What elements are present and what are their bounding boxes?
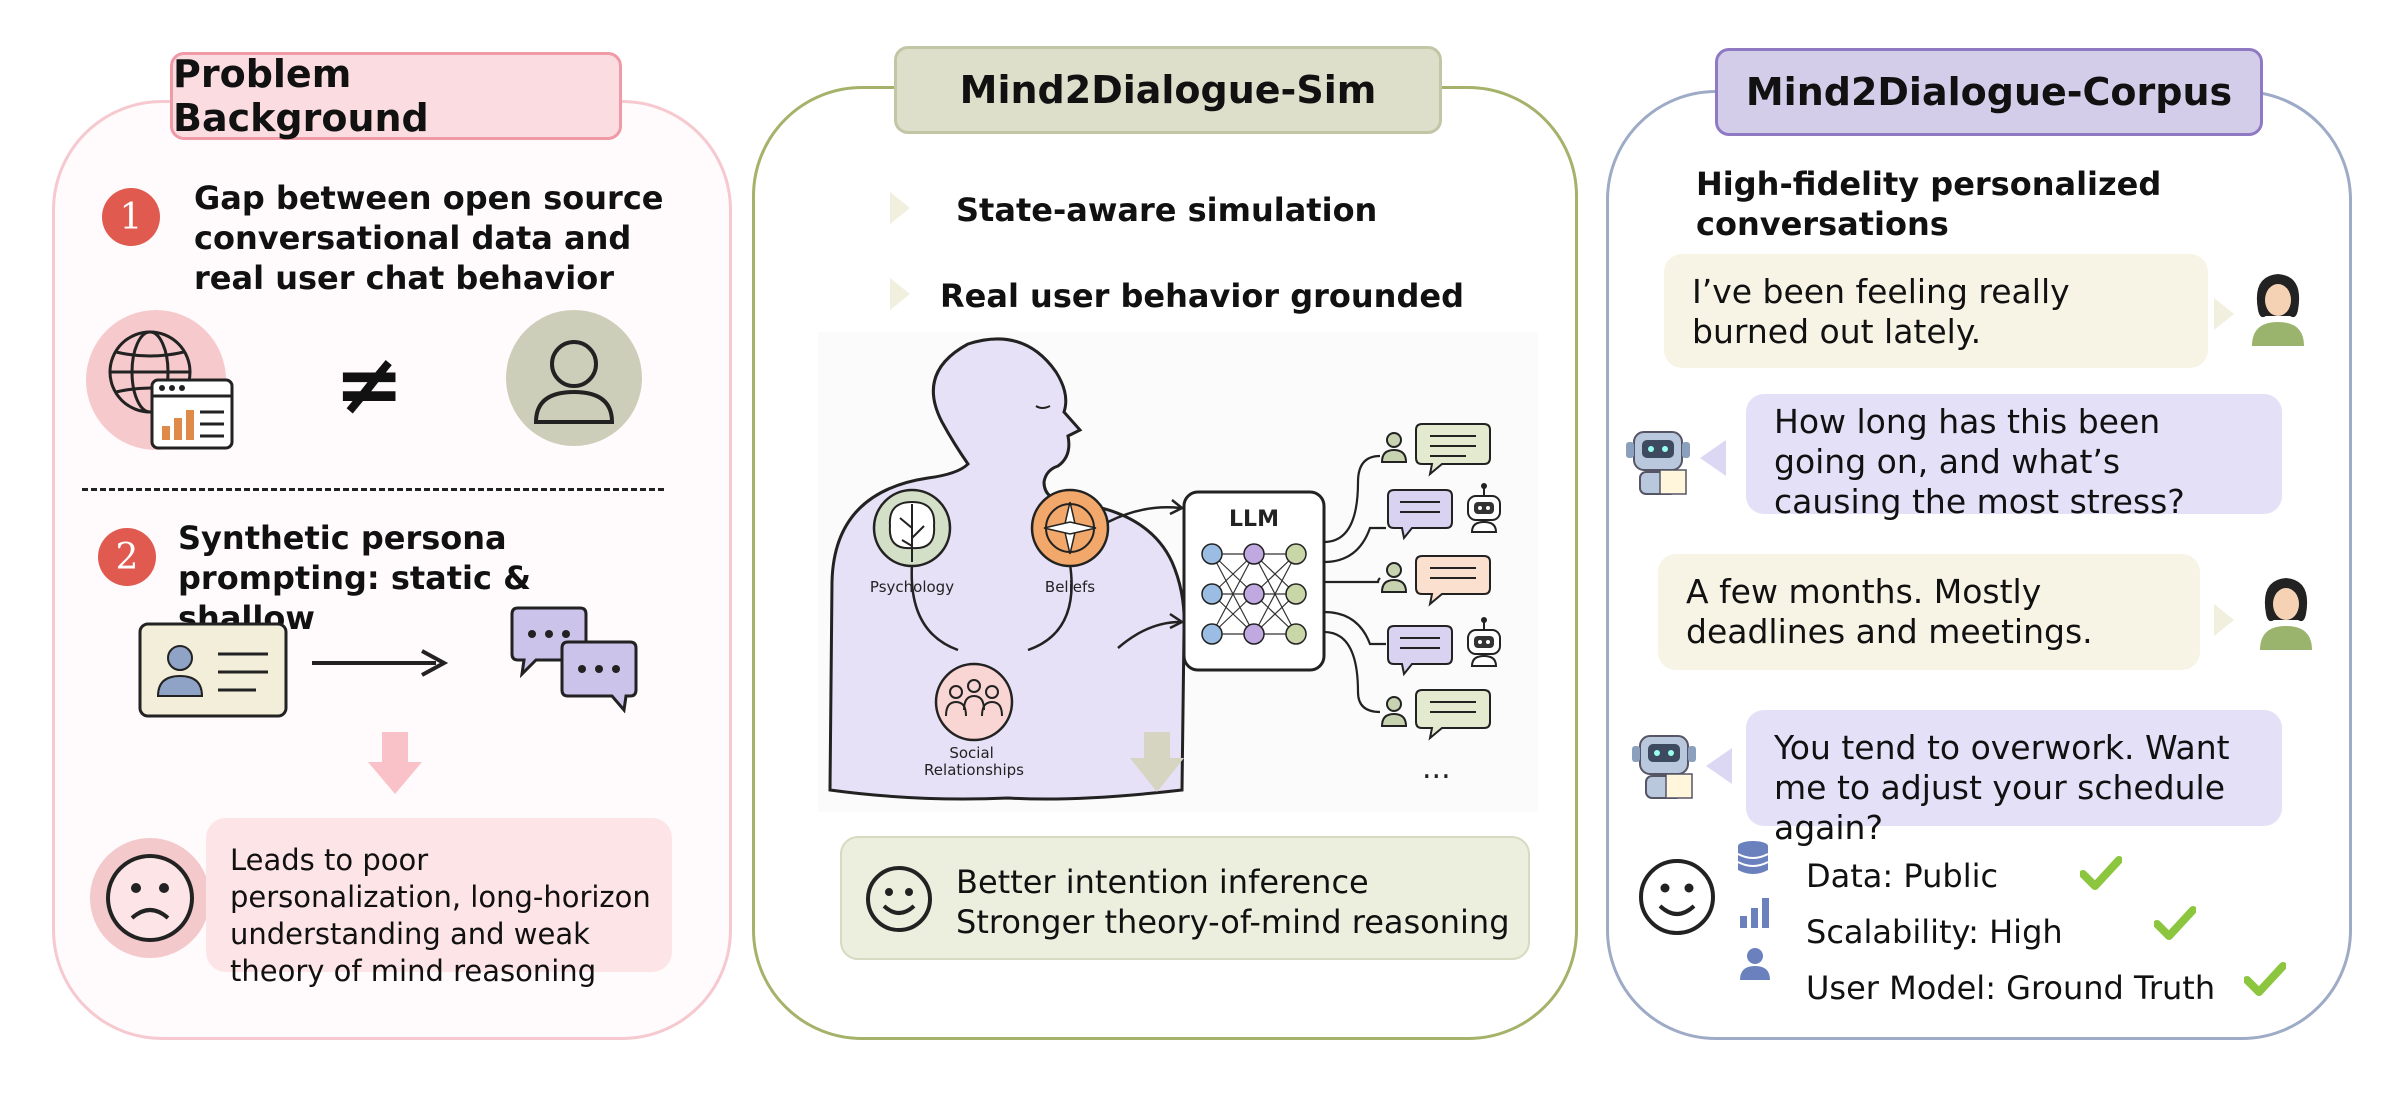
psychology-label: Psychology [870,578,954,596]
person-icon [506,310,642,446]
beliefs-label: Beliefs [1045,578,1095,596]
checkmark-icon [2154,906,2196,940]
llm-label: LLM [1229,507,1279,532]
checkmark-icon [2244,962,2286,996]
user-message: I’ve been feeling really burned out late… [1664,254,2208,368]
globe-data-icon [86,310,234,450]
human-silhouette-icon [828,337,1186,801]
not-equal-symbol: ≠ [334,335,405,433]
sim-result-box [840,836,1530,960]
robot-avatar-icon [1626,431,1690,495]
social-label: Social Relationships [924,744,1024,779]
state-aware-feature: State-aware simulation [956,191,1378,229]
robot-avatar-icon [1632,735,1696,799]
poor-personalization-result: Leads to poor personalization, long-hori… [206,818,672,988]
more-ellipsis: ... [1422,751,1451,786]
corpus-subtitle: High-fidelity personalized conversations [1696,165,2162,243]
step-1-badge: 1 [102,188,160,246]
user-model-label: User Model: Ground Truth [1806,969,2216,1007]
bar-chart-icon [1740,898,1769,928]
sad-face-icon [90,838,210,958]
social-label-line: Social [949,744,993,762]
step-2-badge: 2 [98,528,156,586]
database-icon [1737,841,1769,874]
closed-eye [1035,405,1051,409]
user-message: A few months. Mostly deadlines and meeti… [1658,554,2200,670]
bubble-tail [1706,748,1732,784]
section-divider [82,488,664,491]
mind2dialogue-sim-title: Mind2Dialogue-Sim [894,46,1442,134]
bullet-arrow-icon [890,192,910,224]
people-icon [934,662,1014,742]
smiley-face-icon [1639,859,1715,935]
down-arrow-icon [1130,732,1184,792]
data-public-label: Data: Public [1806,857,1999,895]
woman-avatar-icon [2260,578,2312,650]
neural-network-icon: LLM [1182,490,1326,672]
user-icon [1380,562,1408,593]
browser-chart-icon [150,378,234,450]
id-card-icon [138,622,288,718]
problem-background-title: Problem Background [170,52,622,140]
chat-bubbles-icon [510,606,638,714]
down-arrow-icon [368,732,422,794]
user-icon [1380,432,1408,463]
social-label-line: Relationships [924,761,1024,779]
user-icon [1740,948,1770,980]
compass-icon [1030,488,1110,568]
bubble-tail [2214,604,2234,636]
bubble-tail [1700,440,1726,476]
checkmark-icon [2080,856,2122,890]
simulation-diagram: Psychology Beliefs Social Relationships … [818,332,1538,812]
user-icon [1380,696,1408,727]
chat-bubble-icon [1415,423,1491,477]
globe-icon [108,330,192,414]
smiley-face-icon [866,866,932,932]
grounded-feature: Real user behavior grounded [940,277,1464,315]
arrow-right-icon [312,649,449,677]
bullet-arrow-icon [890,278,910,310]
chat-bubble-icon [1387,489,1453,541]
mind2dialogue-corpus-title: Mind2Dialogue-Corpus [1715,48,2263,136]
brain-icon [872,488,952,568]
chat-bubble-icon [1387,625,1453,677]
gap-text: Gap between open source conversational d… [194,179,664,297]
robot-icon [1467,483,1501,533]
better-inference-text: Better intention inference Stronger theo… [956,863,1510,941]
assistant-message: You tend to overwork. Want me to adjust … [1746,710,2282,847]
robot-icon [1467,617,1501,667]
scalability-label: Scalability: High [1806,913,2063,951]
assistant-message: How long has this been going on, and wha… [1746,394,2282,521]
chat-bubble-icon [1415,555,1491,607]
bubble-tail [2214,298,2234,330]
woman-avatar-icon [2252,274,2304,346]
chat-bubble-icon [1415,689,1491,741]
persona-prompting-text: Synthetic persona prompting: static & sh… [178,519,532,637]
